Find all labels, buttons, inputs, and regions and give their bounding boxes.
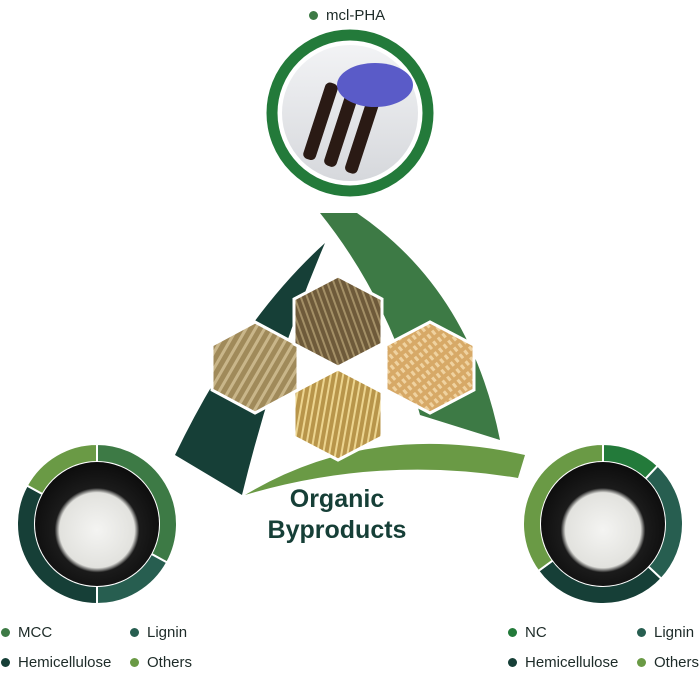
legend-label: Others [147, 654, 193, 671]
left_donut-legend-hemicellulose: Hemicellulose [1, 654, 111, 671]
legend-dot-icon [130, 658, 139, 667]
hexagon-grain-right [384, 320, 476, 415]
legend-mcl-pha: mcl-PHA [309, 7, 385, 24]
left_donut-legend-mcc: MCC [1, 624, 52, 641]
center-title: Organic Byproducts [237, 484, 437, 546]
nc-powder-image [541, 462, 665, 586]
legend-dot-icon [508, 658, 517, 667]
mcc-powder-image [35, 462, 159, 586]
arm-bottom [245, 443, 525, 495]
legend-dot-icon [309, 11, 318, 20]
legend-label: MCC [18, 624, 53, 641]
left_donut-legend-lignin: Lignin [130, 624, 187, 641]
hexagon-straw-top [292, 274, 384, 369]
title-line-2: Byproducts [267, 516, 407, 544]
legend-label: Hemicellulose [525, 654, 619, 671]
legend-label: Lignin [654, 624, 695, 641]
legend-dot-icon [637, 628, 646, 637]
right_donut-legend-hemicellulose: Hemicellulose [508, 654, 618, 671]
legend-label: Hemicellulose [18, 654, 112, 671]
right_donut-legend-lignin: Lignin [637, 624, 694, 641]
mcl-pha-image [266, 29, 434, 197]
hexagon-straw-bottom [292, 367, 384, 462]
legend-dot-icon [637, 658, 646, 667]
legend-label: Others [654, 654, 700, 671]
right_donut-legend-nc: NC [508, 624, 547, 641]
legend-dot-icon [508, 628, 517, 637]
title-line-1: Organic [289, 485, 385, 513]
legend-dot-icon [130, 628, 139, 637]
left_donut-legend-others: Others [130, 654, 192, 671]
right-donut-chart [522, 442, 684, 605]
legend-label: Lignin [147, 624, 188, 641]
legend-dot-icon [1, 658, 10, 667]
legend-label: mcl-PHA [326, 7, 386, 24]
legend-dot-icon [1, 628, 10, 637]
right_donut-legend-others: Others [637, 654, 699, 671]
legend-label: NC [525, 624, 547, 641]
left-donut-chart [16, 442, 178, 606]
